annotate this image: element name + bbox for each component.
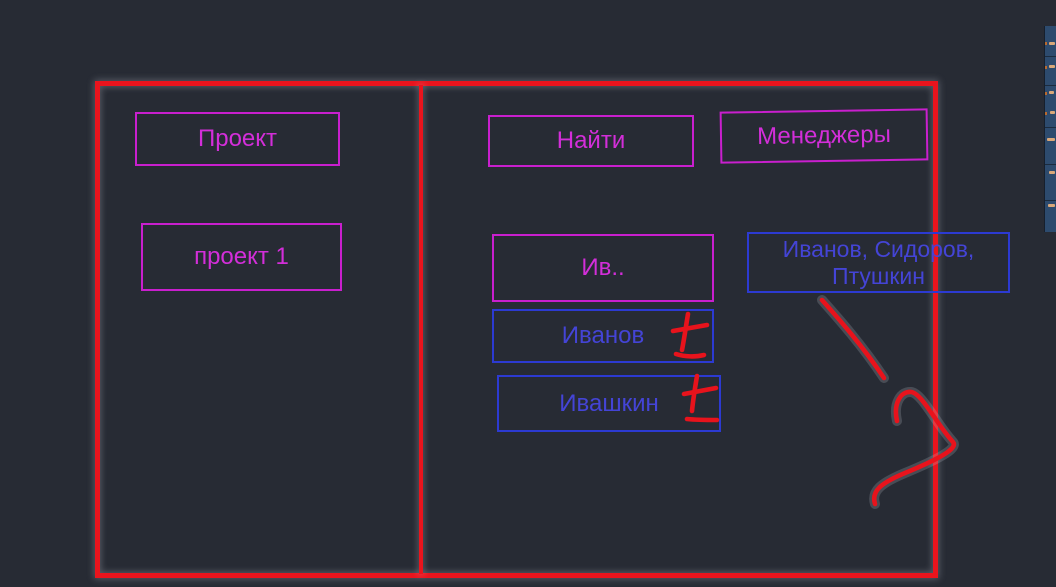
strip-item-dash <box>1050 111 1055 114</box>
strip-divider <box>1045 200 1056 201</box>
sketch-frame <box>95 81 938 578</box>
managers-button-label: Менеджеры <box>756 120 892 151</box>
strip-item-dot <box>1045 112 1047 115</box>
search-result-label: Иванов <box>561 322 645 349</box>
sketch-frame-divider <box>419 85 423 574</box>
project-item-label: проект 1 <box>194 243 289 270</box>
strip-item-dot <box>1045 66 1047 69</box>
adjacent-window-edge[interactable] <box>1044 26 1056 232</box>
project-header-label: Проект <box>197 125 278 152</box>
strip-item-dash <box>1049 42 1055 45</box>
search-query-box[interactable]: Ив.. <box>492 234 714 302</box>
managers-list-label: Иванов, Сидоров, Птушкин <box>782 235 975 289</box>
managers-button-box[interactable]: Менеджеры <box>719 108 929 164</box>
strip-divider <box>1045 56 1056 57</box>
managers-list-box[interactable]: Иванов, Сидоров, Птушкин <box>747 232 1010 293</box>
strip-divider <box>1045 164 1056 165</box>
project-item-box[interactable]: проект 1 <box>141 223 342 291</box>
strip-item-dash <box>1047 138 1055 141</box>
strip-item-dot <box>1045 92 1047 95</box>
strip-item-dash <box>1049 65 1055 68</box>
strip-divider <box>1045 85 1056 86</box>
search-query-label: Ив.. <box>581 254 625 281</box>
search-result-label: Ивашкин <box>559 389 659 417</box>
search-result-box-ivashkin[interactable]: Ивашкин <box>497 375 721 432</box>
search-result-box-ivanov[interactable]: Иванов <box>492 309 714 363</box>
find-button-label: Найти <box>556 127 626 154</box>
strip-divider <box>1045 127 1056 128</box>
find-button-box[interactable]: Найти <box>488 115 694 167</box>
strip-item-dash <box>1048 204 1055 207</box>
project-header-box[interactable]: Проект <box>135 112 340 166</box>
strip-item-dot <box>1045 42 1047 45</box>
strip-item-dash <box>1049 171 1055 174</box>
strip-item-dash <box>1049 91 1054 94</box>
